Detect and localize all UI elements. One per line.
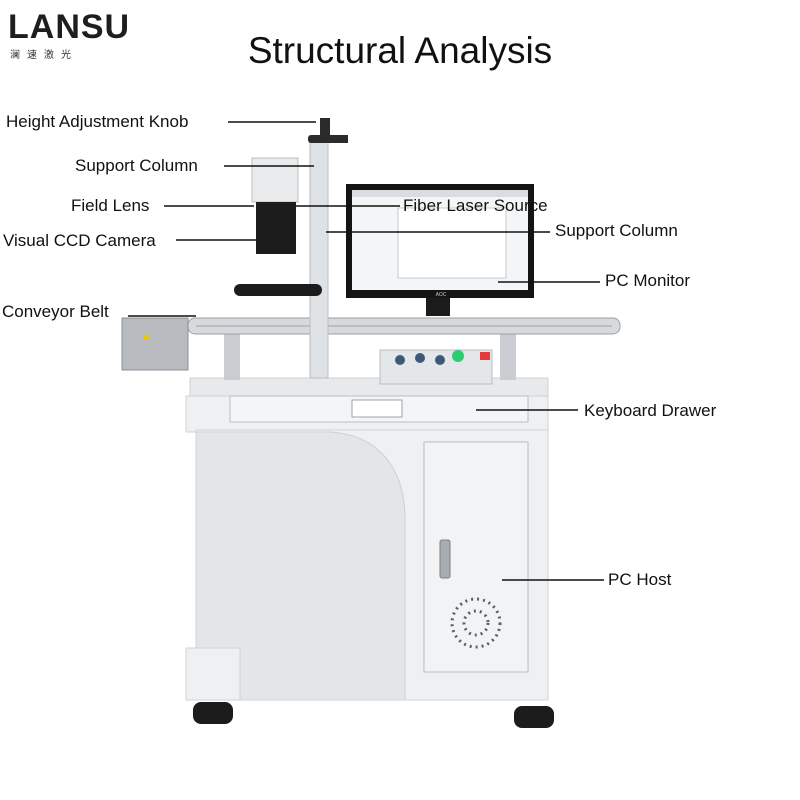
label-fiber-laser-source: Fiber Laser Source [403,196,548,215]
conveyor-belt [121,317,621,371]
laser-head [234,157,322,296]
page-title: Structural Analysis [247,30,553,71]
logo-subtext: 澜速激光 [10,50,78,61]
label-conveyor-belt: Conveyor Belt [2,302,109,321]
foot-right [514,706,554,728]
brand-logo: LANSU 澜速激光 [8,8,138,61]
label-height-adjustment-knob: Height Adjustment Knob [6,112,189,131]
label-field-lens: Field Lens [71,196,150,215]
control-panel [379,349,493,385]
label-pc-host: PC Host [608,570,672,589]
label-visual-ccd-camera: Visual CCD Camera [3,231,156,250]
label-keyboard-drawer: Keyboard Drawer [584,401,717,420]
monitor-brand: AOC [436,292,447,298]
label-support-column-left: Support Column [75,156,198,175]
keyboard-drawer [229,395,529,423]
label-pc-monitor: PC Monitor [605,271,691,290]
support-column [308,118,348,379]
logo-text: LANSU [8,8,131,46]
leader-lines [128,121,604,581]
foot-left [193,702,233,724]
pc-host-door [423,441,529,673]
label-support-column-right: Support Column [555,221,678,240]
